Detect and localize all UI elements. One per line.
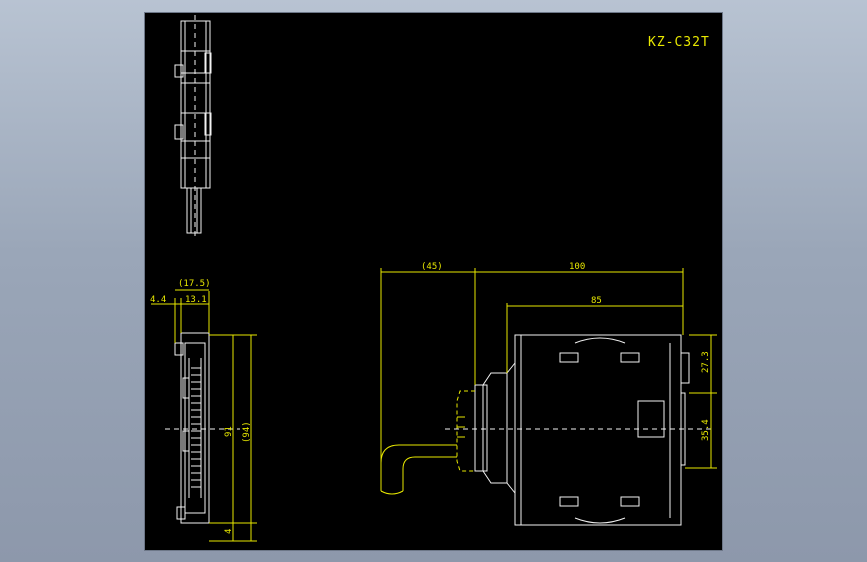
side-view-body [180,332,210,524]
side-dim-17-5: (17.5) [178,279,211,289]
side-dim-94: (94) [242,421,252,443]
front-view-dimensions [380,268,717,491]
front-view-drawing: (45) 100 85 27.3 35.4 [380,262,717,526]
front-dim-35-4: 35.4 [701,419,711,441]
drawing-title: KZ-C32T [648,35,710,50]
side-view-dimensions [151,289,257,542]
front-label-window [637,400,665,438]
side-dim-4: 4 [224,529,234,534]
front-dim-100: 100 [569,262,585,272]
top-view-drawing [174,15,212,238]
front-dim-27-3: 27.3 [701,351,711,373]
side-dim-4-4: 4.4 [150,295,166,305]
top-view-cable-stub [186,187,202,234]
side-view-drawing: (17.5) 4.4 13.1 91 (94) 4 [150,279,257,542]
front-dim-45: (45) [421,262,443,272]
front-view-connector [474,362,516,494]
cad-drawing: (17.5) 4.4 13.1 91 (94) 4 [150,15,717,542]
cad-drawing-canvas[interactable]: (17.5) 4.4 13.1 91 (94) 4 [145,13,722,550]
front-view-cable [380,390,475,495]
front-dim-85: 85 [591,296,602,306]
side-dim-13-1: 13.1 [185,295,207,305]
side-dim-91: 91 [224,426,234,437]
terminal-block-body [514,334,682,526]
side-view-connector-pins [191,367,201,488]
